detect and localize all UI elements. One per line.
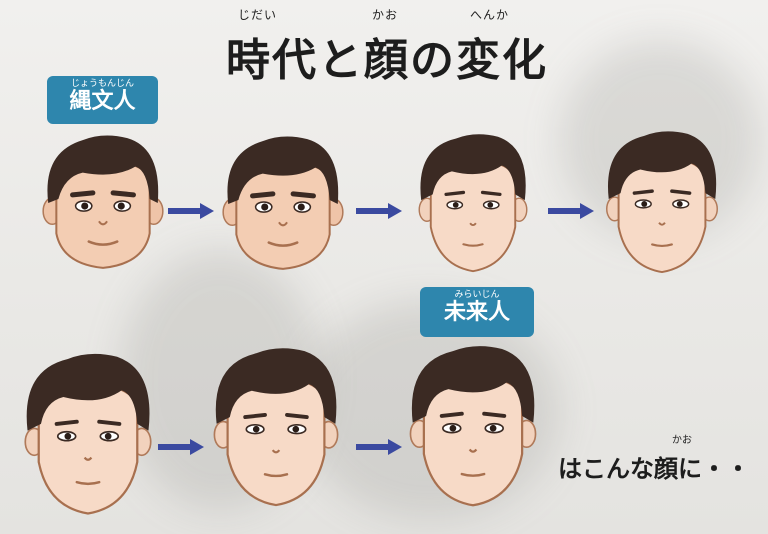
face-mirai-icon: [406, 340, 540, 512]
arrow-right-icon: [168, 203, 214, 219]
page-title: 時代と顔の変化: [226, 35, 548, 86]
label-mirai-ruby: みらいじん: [454, 290, 500, 300]
title-ruby-jidai: じだい: [238, 8, 278, 22]
label-mirai-text: 未来人: [443, 300, 510, 325]
label-jomon-ruby: じょうもんじん: [70, 79, 134, 89]
title-ruby-henka: へんか: [470, 8, 510, 22]
title-ruby-kao: かお: [372, 8, 399, 22]
face-stage-3-icon: [412, 131, 534, 275]
label-jomon: じょうもんじん 縄文人: [47, 76, 158, 124]
face-jomon-icon: [42, 132, 164, 274]
label-mirai: みらいじん 未来人: [420, 287, 534, 337]
face-stage-2-icon: [222, 133, 344, 275]
arrow-right-icon: [158, 439, 204, 455]
face-stage-4-icon: [600, 128, 724, 276]
caption-ruby: かお: [672, 435, 692, 446]
arrow-right-icon: [548, 203, 594, 219]
face-stage-6-icon: [210, 343, 342, 511]
arrow-right-icon: [356, 439, 402, 455]
label-jomon-text: 縄文人: [69, 89, 136, 114]
caption-text: はこんな顔に・・: [558, 455, 750, 483]
arrow-right-icon: [356, 203, 402, 219]
face-stage-5-icon: [18, 350, 158, 518]
